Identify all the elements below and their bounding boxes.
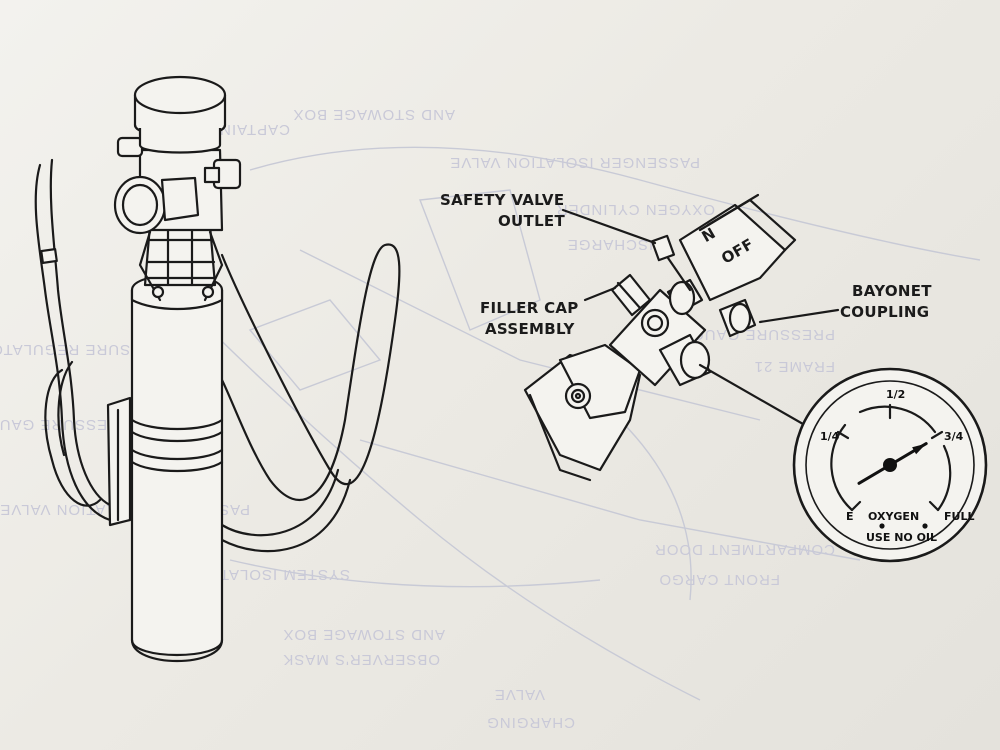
callout-line-2: COUPLING — [840, 303, 929, 321]
callout-line-2: OUTLET — [498, 212, 565, 230]
gauge-label-gas: OXYGEN — [868, 510, 919, 523]
portable-oxygen-bottle-illustration — [34, 75, 401, 662]
gauge-dial-arc — [830, 423, 854, 512]
bg-label-valve: VALVE — [494, 686, 545, 703]
callout-line-1: SAFETY VALVE — [440, 191, 564, 209]
bg-label-frame-21: FRAME 21 — [754, 358, 835, 375]
callout-filler-cap-assembly: FILLER CAP ASSEMBLY — [480, 286, 617, 338]
bg-label-stowage-box-1: AND STOWAGE BOX — [292, 106, 455, 123]
bg-label-pressure-gauge-left: PRESSURE GAUGE — [0, 416, 130, 433]
bg-label-passenger-isolation-valve: PASSENGER ISOLATION VALVE — [449, 154, 700, 171]
gauge-leader-line — [698, 363, 812, 430]
gauge-tick-quarter: 1/4 — [820, 430, 840, 443]
bg-label-compartment-door: COMPARTMENT DOOR — [654, 541, 835, 558]
callout-bayonet-coupling: BAYONET COUPLING — [758, 282, 932, 324]
gauge-tick-three-quarter: 3/4 — [944, 430, 964, 443]
callout-line-2: ASSEMBLY — [485, 320, 575, 338]
cylinder-collar — [143, 223, 217, 287]
bg-label-observers-mask: OBSERVER'S MASK — [282, 651, 440, 668]
gauge-needle-hub — [883, 458, 897, 472]
valve-assembly-detail: OFF N — [523, 193, 797, 482]
gauge-tick-half: 1/2 — [886, 388, 905, 401]
bg-label-pressure-gauge: PRESSURE GAUGE — [680, 326, 835, 343]
strap-loop — [220, 243, 401, 501]
bg-label-charging: CHARGING — [486, 714, 575, 731]
bg-label-oxygen-cylinder: OXYGEN CYLINDER — [556, 201, 715, 218]
callout-safety-valve-outlet: SAFETY VALVE OUTLET — [440, 191, 657, 245]
hanging-strap — [34, 163, 112, 522]
callout-line-1: BAYONET — [852, 282, 932, 300]
pressure-gauge: 1/2 1/4 3/4 E FULL OXYGEN USE NO OIL — [792, 367, 988, 563]
gauge-label-warning: USE NO OIL — [866, 531, 937, 544]
callout-line-1: FILLER CAP — [480, 299, 579, 317]
cylinder-body — [130, 288, 224, 657]
shutoff-valve-head — [678, 203, 787, 302]
bg-label-front-cargo: FRONT CARGO — [658, 571, 780, 588]
gauge-label-full: FULL — [944, 510, 974, 523]
bg-label-discharge: DISCHARGE — [567, 236, 665, 253]
filler-cap — [640, 308, 670, 338]
bg-label-stowage-box-2: AND STOWAGE BOX — [282, 626, 445, 643]
safety-valve-outlet-stub — [650, 234, 676, 262]
gauge-label-empty: E — [846, 510, 854, 523]
